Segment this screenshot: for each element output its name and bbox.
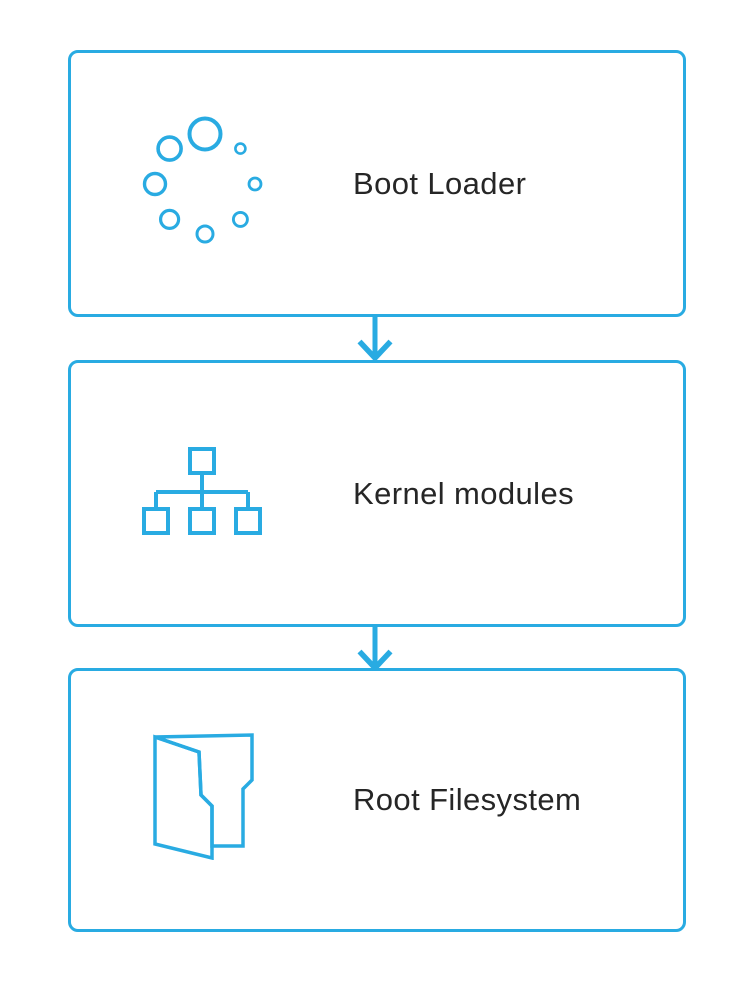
- node-label-boot-loader: Boot Loader: [353, 165, 527, 201]
- arrow-down-icon: [357, 626, 393, 671]
- node-label-root-filesystem: Root Filesystem: [353, 782, 582, 817]
- arrow-down-icon: [357, 316, 393, 361]
- open-folder-icon: [153, 733, 254, 860]
- node-kernel-modules: Kernel modules: [68, 360, 686, 627]
- spinner-icon: [142, 116, 263, 244]
- node-root-filesystem: Root Filesystem: [68, 668, 686, 932]
- node-label-kernel-modules: Kernel modules: [353, 475, 574, 511]
- hierarchy-icon: [142, 447, 262, 535]
- node-boot-loader: Boot Loader: [68, 50, 686, 317]
